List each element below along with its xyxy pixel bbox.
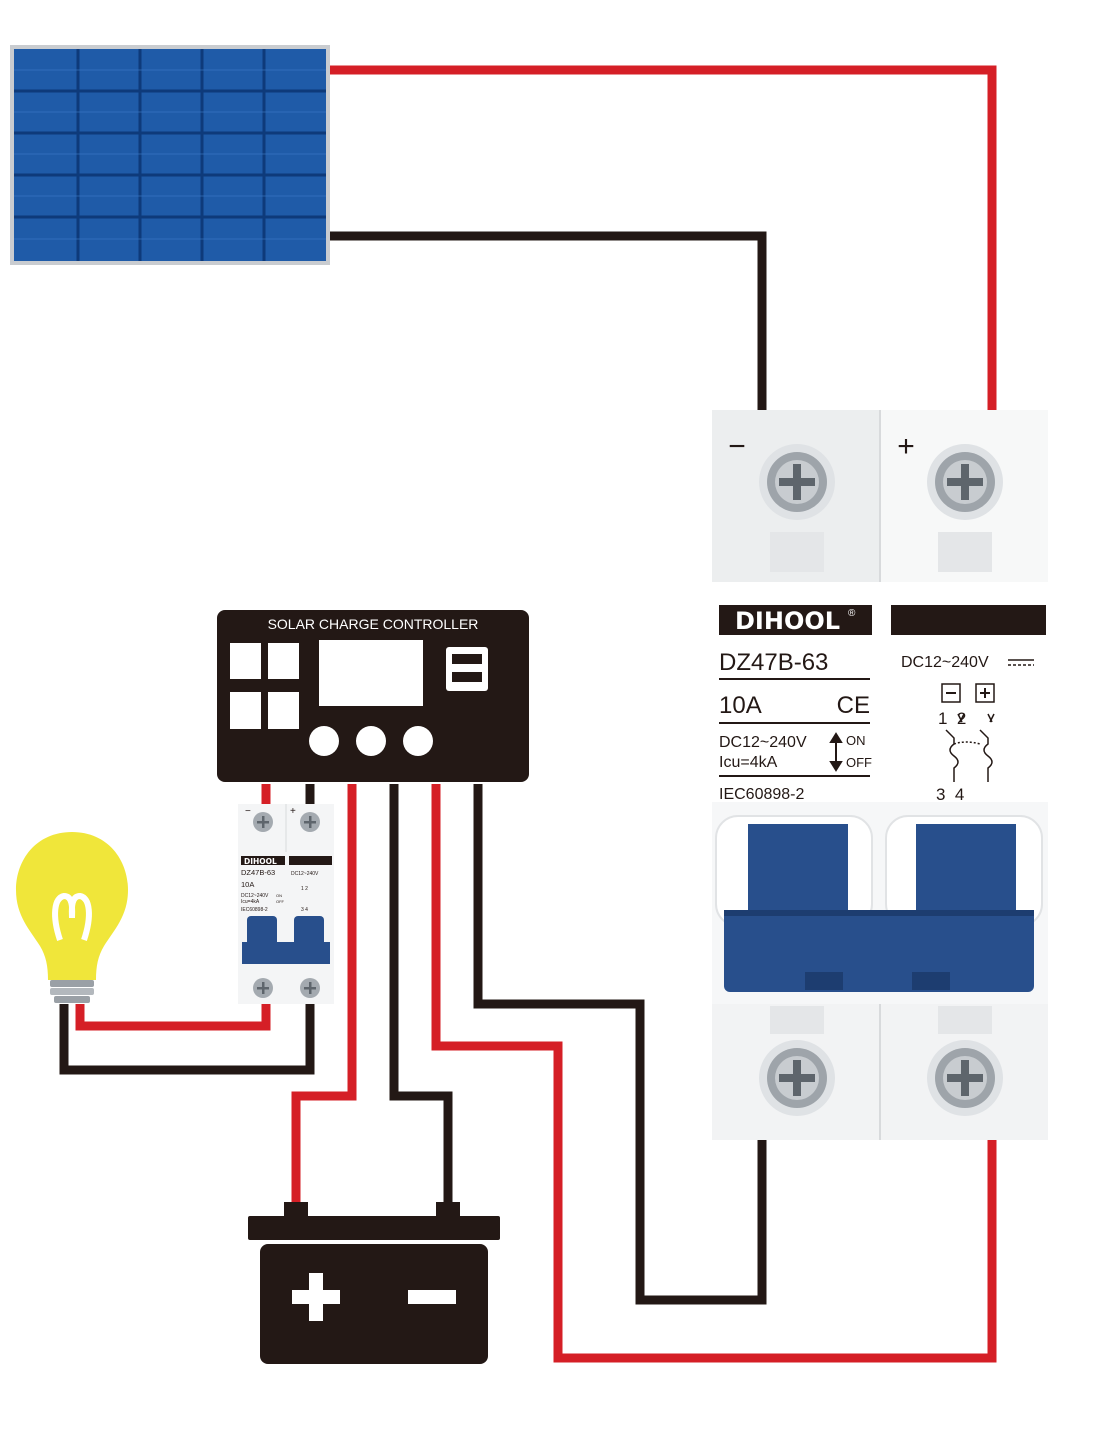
- small-breaker-off-label: OFF: [276, 899, 285, 904]
- controller-title: SOLAR CHARGE CONTROLLER: [268, 616, 479, 632]
- button-icon[interactable]: [403, 726, 433, 756]
- wire-breaker-out-positive: [431, 784, 997, 1363]
- breaker-rating: 10A: [719, 692, 762, 719]
- usb-port-icon: [446, 647, 488, 691]
- wires: [59, 65, 997, 1363]
- breaker-registered: ®: [848, 608, 856, 619]
- breaker-standard: IEC60898-2: [719, 786, 804, 803]
- screw-terminal-icon[interactable]: [253, 812, 273, 832]
- button-icon[interactable]: [309, 726, 339, 756]
- charge-controller: SOLAR CHARGE CONTROLLER: [217, 610, 529, 782]
- small-breaker-on-label: ON: [276, 893, 282, 898]
- small-breaker-standard: IEC60898-2: [241, 907, 268, 913]
- button-icon[interactable]: [356, 726, 386, 756]
- grid-icon: [230, 643, 299, 729]
- small-breaker-icu: Icu=4kA: [241, 899, 260, 905]
- battery-minus-icon: [408, 1290, 456, 1304]
- breaker-handle[interactable]: [242, 916, 330, 964]
- light-bulb-icon: [16, 832, 128, 1003]
- breaker-icu: Icu=4kA: [719, 754, 778, 771]
- screw-terminal-icon[interactable]: [927, 1040, 1003, 1116]
- breaker-pole-bottom: 3 4: [936, 785, 964, 804]
- brand-plate: [719, 605, 872, 635]
- screw-terminal-icon[interactable]: [300, 978, 320, 998]
- breaker-handle[interactable]: [715, 815, 873, 927]
- small-breaker-pole-bottom: 3 4: [301, 907, 308, 913]
- screw-terminal-icon[interactable]: [927, 444, 1003, 520]
- circuit-symbol-icon: [945, 713, 995, 782]
- breaker-model: DZ47B-63: [719, 649, 828, 676]
- screw-terminal-icon[interactable]: [253, 978, 273, 998]
- small-breaker-voltage: DC12~240V: [241, 893, 269, 899]
- solar-panel: [10, 45, 330, 265]
- breaker-voltage-right: DC12~240V: [901, 654, 989, 671]
- wire-bulb-positive: [75, 1004, 271, 1031]
- wire-panel-negative: [330, 231, 767, 410]
- handle-bar[interactable]: [724, 910, 1034, 992]
- black-plate: [891, 605, 1046, 635]
- dc-breaker: − + DIHOOL ® DZ47B-63 10A CE DC12~240V: [712, 410, 1048, 1140]
- minus-box-icon: [941, 683, 961, 703]
- display-screen: [319, 640, 423, 706]
- wire-bulb-negative: [59, 1004, 315, 1075]
- small-breaker-voltage-right: DC12~240V: [291, 871, 319, 877]
- screw-terminal-icon[interactable]: [300, 812, 320, 832]
- breaker-ce-mark: CE: [837, 692, 870, 719]
- small-breaker-model: DZ47B-63: [241, 868, 275, 877]
- breaker-plus-label: +: [897, 430, 915, 463]
- wire-battery-positive: [291, 784, 357, 1206]
- small-breaker-brand: DIHOOL: [244, 857, 277, 866]
- small-dc-breaker: − + DIHOOL DZ47B-63 10A DC12~240V Icu=4k…: [238, 804, 334, 1004]
- breaker-brand: DIHOOL: [735, 607, 840, 635]
- breaker-handle[interactable]: [885, 815, 1043, 927]
- wire-breaker-out-negative: [473, 784, 767, 1305]
- breaker-voltage: DC12~240V: [719, 734, 807, 751]
- battery-icon: [248, 1202, 500, 1364]
- wire-battery-negative: [389, 784, 453, 1206]
- breaker-minus-label: −: [728, 430, 746, 463]
- screw-terminal-icon[interactable]: [759, 1040, 835, 1116]
- small-breaker-plus-label: +: [290, 806, 296, 817]
- plus-box-icon: [975, 683, 995, 703]
- small-breaker-pole-top: 1 2: [301, 886, 308, 892]
- small-breaker-minus-label: −: [245, 806, 251, 817]
- solar-cells: [14, 49, 326, 261]
- small-breaker-rating: 10A: [241, 880, 254, 889]
- breaker-pole-top: 1 2: [938, 709, 966, 728]
- breaker-on-label: ON: [846, 733, 866, 748]
- screw-terminal-icon[interactable]: [759, 444, 835, 520]
- on-off-arrow-icon: [829, 732, 843, 772]
- wire-panel-positive: [330, 65, 997, 410]
- breaker-off-label: OFF: [846, 755, 872, 770]
